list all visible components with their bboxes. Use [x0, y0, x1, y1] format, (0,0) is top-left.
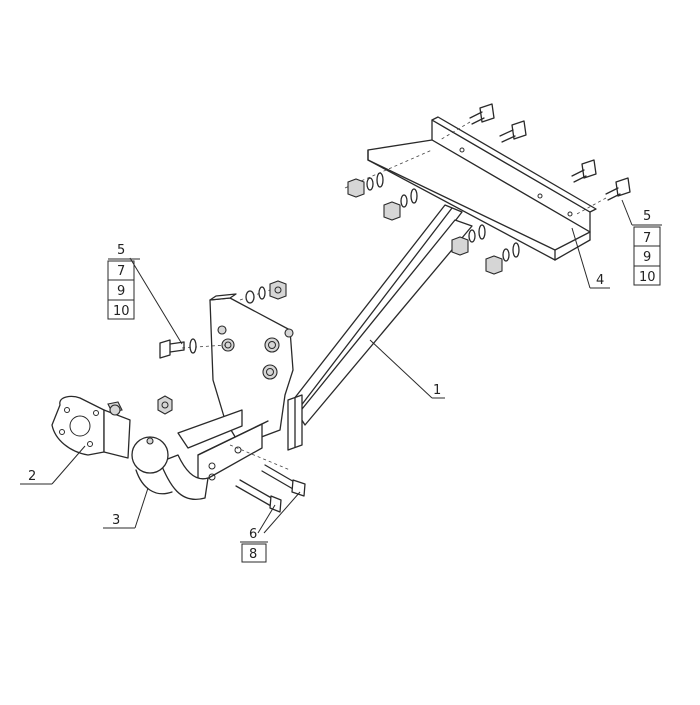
plate-nuts [344, 149, 520, 275]
callout-part-4: 4 [596, 273, 604, 288]
tow-ball [131, 436, 209, 501]
callout-right-10: 10 [639, 270, 656, 285]
left-bolt-set [159, 338, 227, 359]
callout-bottom-6: 6 [249, 527, 257, 542]
callout-1-label: 1 [433, 383, 441, 398]
tow-frame [287, 204, 473, 451]
callout-2-label: 2 [28, 469, 36, 484]
callout-bottom-8: 8 [249, 547, 257, 562]
callout-left-5: 5 [117, 243, 125, 258]
callout-4-label: 4 [596, 273, 604, 288]
callout-group-left: 5 7 9 10 [107, 243, 140, 320]
callout-left-10: 10 [113, 304, 130, 319]
ball-mount-bracket [177, 409, 269, 481]
callout-part-3: 3 [112, 513, 120, 528]
callout-right-9: 9 [643, 250, 651, 265]
callout-part-1: 1 [433, 383, 441, 398]
side-plate-nuts [239, 280, 287, 304]
callout-left-7: 7 [117, 264, 125, 279]
callout-part-2: 2 [28, 469, 36, 484]
callout-group-right: 5 7 9 10 [632, 209, 662, 286]
side-plate [209, 293, 294, 446]
callout-left-9: 9 [117, 284, 125, 299]
callout-3-label: 3 [112, 513, 120, 528]
socket-bracket [51, 395, 131, 459]
callout-right-7: 7 [643, 231, 651, 246]
plate-bolts [439, 103, 631, 216]
callout-right-5: 5 [643, 209, 651, 224]
nut-ball [157, 395, 173, 415]
leader-lines [20, 199, 633, 534]
callout-group-bottom: 6 8 [240, 527, 268, 563]
mounting-plate [367, 116, 597, 261]
